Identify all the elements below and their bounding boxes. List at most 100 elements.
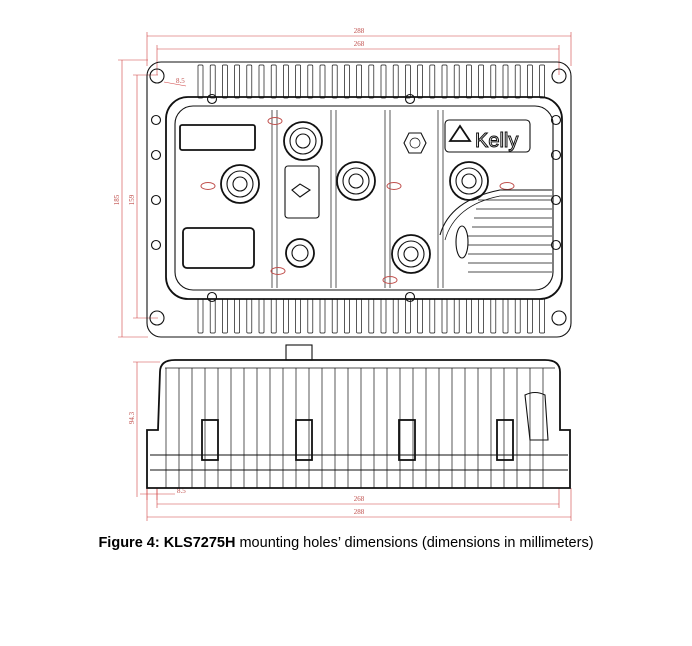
dim-overall-width: 288 — [146, 27, 572, 66]
dim-label-159: 159 — [128, 194, 136, 205]
fin — [417, 64, 423, 99]
fin — [392, 64, 399, 99]
fin — [478, 298, 484, 334]
screw-tab — [206, 93, 218, 105]
fin — [307, 64, 314, 99]
top-view: 288 268 185 159 8.5 — [113, 27, 572, 338]
dim-side-height: 94.3 — [128, 361, 160, 497]
dim-hole-spacing-height: 159 — [128, 74, 158, 319]
fin — [490, 64, 497, 99]
side-connector — [285, 344, 313, 361]
fin — [356, 298, 362, 334]
fin — [502, 64, 509, 99]
base-plate-outline — [146, 61, 572, 338]
fin — [429, 64, 436, 99]
label-plate-bottom — [182, 227, 255, 269]
side-screw-tabs — [150, 93, 562, 303]
fin — [368, 64, 375, 99]
housing-inner-wall — [174, 105, 554, 291]
screw-tab — [404, 93, 416, 105]
screw-tab — [150, 194, 162, 206]
fin — [539, 298, 545, 334]
fin — [380, 64, 387, 99]
side-studs — [201, 419, 514, 461]
side-stud — [201, 419, 219, 461]
logo-text: Kelly — [475, 130, 518, 152]
fin — [502, 298, 509, 334]
fin — [466, 64, 472, 99]
fin — [295, 298, 301, 334]
fin — [307, 298, 314, 334]
fin — [258, 64, 265, 99]
fin — [283, 298, 289, 334]
mounting-hole-top-left — [149, 68, 165, 84]
fin — [270, 64, 277, 99]
fin — [344, 64, 350, 99]
dim-label-side-268: 268 — [354, 495, 365, 503]
fin — [527, 64, 533, 99]
fuse-holder — [284, 165, 320, 219]
side-view: 94.3 8.5 268 288 — [128, 344, 572, 521]
screw-tab — [206, 291, 218, 303]
fin — [441, 298, 448, 334]
fin — [392, 298, 399, 334]
mounting-holes — [149, 68, 567, 326]
dim-side-overall-width: 288 — [146, 488, 572, 521]
fin — [429, 298, 436, 334]
fin — [368, 298, 375, 334]
dim-side-hole-spacing: 268 — [156, 488, 560, 508]
dim-label-288: 288 — [354, 27, 365, 35]
fin — [539, 64, 545, 99]
side-stud — [398, 419, 416, 461]
screw-tab — [150, 114, 162, 126]
fin — [380, 298, 387, 334]
screw-tab — [150, 149, 162, 161]
fin — [514, 64, 521, 99]
fin — [405, 298, 411, 334]
side-cable-gland — [524, 391, 549, 441]
fin — [222, 64, 228, 99]
fin — [222, 298, 228, 334]
figure-caption: Figure 4: KLS7275H mounting holes’ dimen… — [0, 535, 692, 551]
screw-tab — [550, 149, 562, 161]
dim-label-268: 268 — [354, 40, 365, 48]
side-stud — [496, 419, 514, 461]
fin — [527, 298, 533, 334]
fin — [283, 64, 289, 99]
fin — [514, 298, 521, 334]
cooling-fins-bottom — [197, 298, 545, 334]
fin — [453, 298, 460, 334]
terminal-left — [220, 164, 260, 204]
fin — [331, 64, 338, 99]
figure-caption-text: mounting holes’ dimensions (dimensions i… — [235, 535, 594, 551]
mounting-hole-top-right — [551, 68, 567, 84]
fin — [295, 64, 301, 99]
label-plate-top — [179, 124, 256, 151]
fin — [441, 64, 448, 99]
fin — [319, 64, 326, 99]
dim-label-185: 185 — [113, 194, 121, 205]
screw-tab — [404, 291, 416, 303]
fin — [356, 64, 362, 99]
kelly-logo: Kelly — [444, 119, 531, 153]
mounting-hole-bottom-right — [551, 310, 567, 326]
internal-ribs — [271, 110, 444, 288]
fin — [209, 298, 216, 334]
fin — [234, 64, 240, 99]
screw-tab — [150, 239, 162, 251]
side-body-outline — [146, 359, 571, 489]
fin — [246, 298, 253, 334]
signal-nut — [403, 132, 427, 154]
cable-gland — [439, 189, 552, 273]
dim-hole-diameter: 8.5 — [163, 77, 187, 87]
dim-label-94-3: 94.3 — [128, 411, 136, 424]
terminal-center — [336, 161, 376, 201]
dim-label-side-8-5: 8.5 — [177, 487, 186, 495]
screw-tab — [550, 114, 562, 126]
fin — [258, 298, 265, 334]
cooling-fins-top — [197, 64, 545, 99]
fin — [319, 298, 326, 334]
fin — [417, 298, 423, 334]
mounting-hole-bottom-left — [149, 310, 165, 326]
fin — [466, 298, 472, 334]
